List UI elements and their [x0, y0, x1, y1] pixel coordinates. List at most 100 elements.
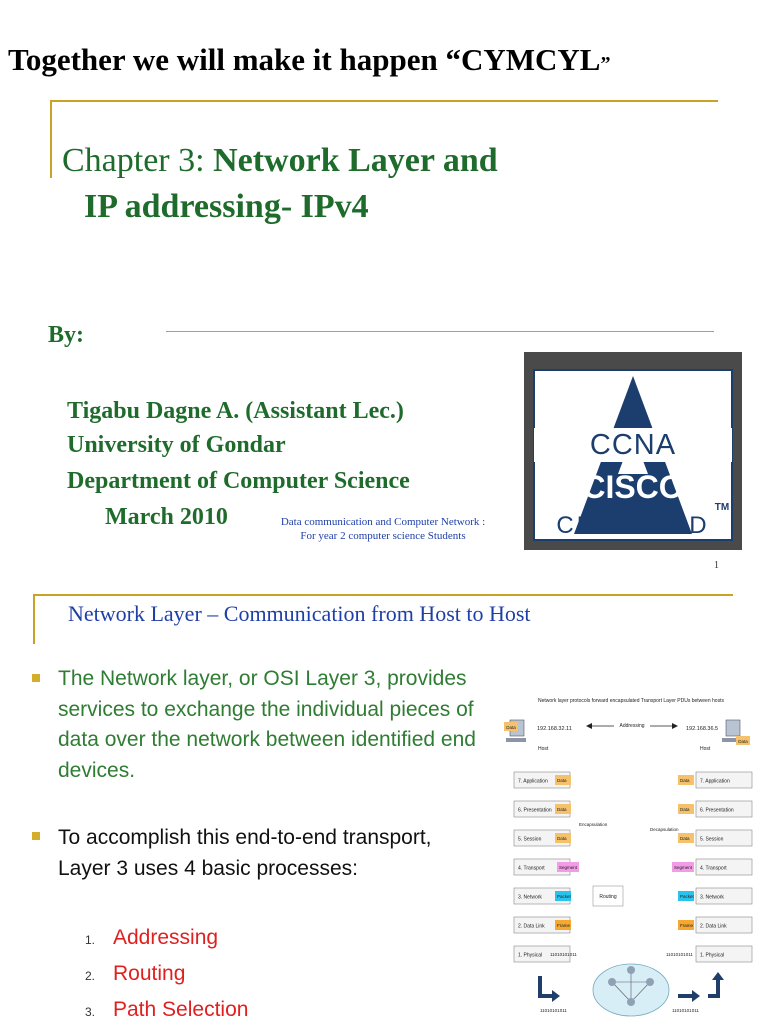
right-pdu-tag [678, 804, 694, 814]
addressing-label: Addressing [619, 723, 644, 729]
left-pdu-label: Data [557, 836, 567, 841]
right-osi-layer [695, 771, 753, 789]
right-osi-layer-label: 1. Physical [700, 953, 724, 959]
left-pdu-tag [555, 775, 571, 785]
right-arrowhead-icon [692, 990, 700, 1002]
left-pdu-label: Data [557, 778, 567, 783]
right-pdu-tag [672, 862, 694, 872]
left-host-data-label: Data [506, 725, 516, 730]
left-pdu-label: Packet [557, 894, 572, 899]
down-right-arrowhead-icon [552, 990, 560, 1002]
process-label: Routing [113, 962, 186, 985]
left-osi-layer-label: 5. Session [518, 837, 542, 843]
slide2-side-rule [33, 594, 35, 644]
right-computer-base-icon [722, 738, 742, 742]
bullet-network-layer: The Network layer, or OSI Layer 3, provi… [58, 667, 476, 782]
author-university: University of Gondar [67, 432, 286, 458]
left-osi-layer [513, 945, 571, 963]
left-osi-layer-label: 2. Data Link [518, 924, 545, 930]
right-osi-layer [695, 858, 753, 876]
right-osi-layer-label: 5. Session [700, 837, 724, 843]
by-label: By: [48, 322, 84, 348]
right-host-ip: 192.168.36.5 [686, 726, 718, 732]
left-pdu-tag [555, 833, 571, 843]
by-rule [166, 331, 714, 332]
ccna-cisco-certified-logo: CCNA CISCO TM CERTIFIED [524, 352, 742, 550]
cloud-link [611, 981, 632, 1003]
left-host-data-tag [504, 722, 518, 731]
left-pdu-label: Segment [559, 865, 578, 870]
left-host-ip: 192.168.32.11 [537, 726, 572, 732]
left-osi-layer-label: 3. Network [518, 895, 542, 901]
ccna-logo-graphic: CCNA CISCO TM CERTIFIED [533, 369, 733, 541]
addressing-label-bg [614, 721, 650, 729]
down-right-arrow-icon [538, 976, 552, 998]
left-host-label: Host [538, 746, 549, 752]
chapter-prefix: Chapter 3: [62, 142, 214, 179]
right-up-arrow-icon [708, 980, 720, 998]
slide2-title: Network Layer – Communication from Host … [68, 601, 531, 626]
chapter-title: Chapter 3: Network Layer and IP addressi… [62, 138, 702, 230]
left-pdu-tag [555, 891, 571, 901]
right-pdu-tag [678, 920, 694, 930]
process-number: 3. [85, 1005, 96, 1019]
right-osi-layer [695, 800, 753, 818]
process-label: Addressing [113, 926, 219, 949]
left-osi-layer-label: 6. Presentation [518, 808, 552, 814]
right-pdu-label: Data [680, 836, 690, 841]
author-department: Department of Computer Science [67, 468, 410, 494]
process-label: Path Selection [113, 998, 249, 1021]
right-pdu-label: Data [680, 778, 690, 783]
right-osi-layer [695, 829, 753, 847]
process-number: 2. [85, 969, 96, 983]
left-pdu-tag [555, 804, 571, 814]
process-number: 1. [85, 933, 96, 947]
osi-diagram-graphic: Network layer protocols forward encapsul… [504, 698, 753, 1017]
bits-right-label: 11010101011 [672, 1008, 699, 1013]
process-item-routing: 2. Routing [85, 962, 185, 986]
router-icon [627, 966, 635, 974]
logo-certified-text: CERTIFIED [556, 512, 709, 539]
diagram-caption: Network layer protocols forward encapsul… [538, 698, 724, 704]
right-pdu-label: Segment [674, 865, 693, 870]
cloud-link [630, 981, 651, 1003]
author-date: March 2010 [105, 504, 228, 530]
right-osi-layer-label: 3. Network [700, 895, 724, 901]
right-computer-icon [725, 719, 741, 737]
left-osi-layer-label: 1. Physical [518, 953, 542, 959]
right-up-arrowhead-icon [712, 972, 724, 980]
right-pdu-tag [678, 833, 694, 843]
addressing-arrowhead-left [586, 723, 592, 729]
left-pdu-label: Frame [557, 923, 570, 928]
page-number: 1 [714, 560, 719, 571]
left-osi-layer-label: 7. Application [518, 779, 548, 785]
routing-box [592, 885, 624, 907]
left-pdu-tag [557, 862, 579, 872]
right-pdu-label: Frame [680, 923, 693, 928]
right-host-data-tag [736, 736, 750, 745]
right-osi-layer-label: 4. Transport [700, 866, 727, 872]
encapsulation-label: Encapsulation [579, 822, 608, 827]
slide-footer-note: Data communication and Computer Network … [280, 516, 486, 542]
right-osi-layer-label: 2. Data Link [700, 924, 727, 930]
addressing-arrowhead-right [672, 723, 678, 729]
right-pdu-label: Data [680, 807, 690, 812]
process-item-addressing: 1. Addressing [85, 926, 218, 950]
right-osi-layer [695, 916, 753, 934]
osi-host-to-host-diagram: Network layer protocols forward encapsul… [500, 690, 762, 1024]
right-host-label: Host [700, 746, 711, 752]
chapter-title-line2: IP addressing- IPv4 [84, 188, 369, 225]
right-pdu-tag [678, 891, 694, 901]
decapsulation-label: Decapsulation [650, 827, 679, 832]
logo-cisco-text: CISCO [582, 469, 683, 505]
right-osi-layer [695, 945, 753, 963]
banner-text: Together we will make it happen “CYMCYL [8, 42, 601, 77]
right-osi-layer-label: 6. Presentation [700, 808, 734, 814]
routing-label: Routing [599, 894, 616, 900]
left-pdu-label: 11010101011 [550, 952, 577, 957]
right-pdu-label: 11010101011 [666, 952, 693, 957]
title-side-rule [50, 100, 52, 178]
router-icon [627, 998, 635, 1006]
process-item-path-selection: 3. Path Selection [85, 998, 248, 1022]
bullet-marker [32, 832, 40, 840]
